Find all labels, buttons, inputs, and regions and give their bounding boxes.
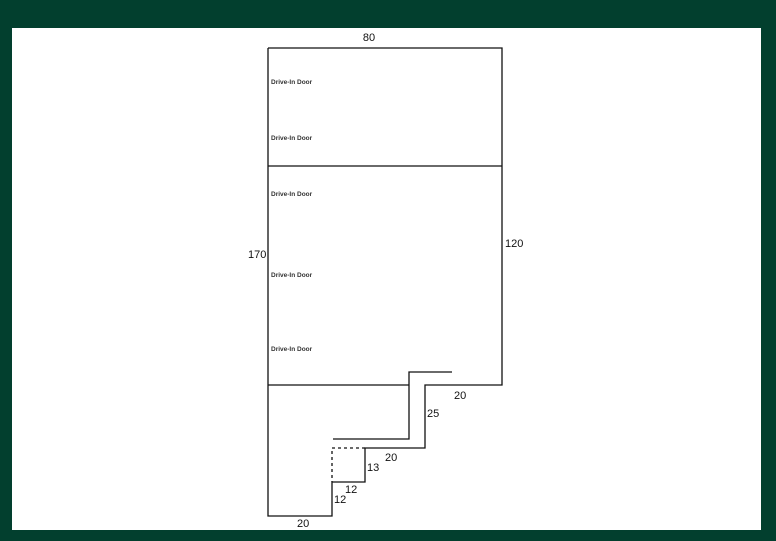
dim-right: 120 bbox=[505, 238, 523, 250]
dim-step-mid: 20 bbox=[385, 452, 397, 464]
dim-step-12-h: 12 bbox=[345, 484, 357, 496]
drive-in-door-label: Drive-In Door bbox=[271, 79, 313, 86]
floor-plan-canvas bbox=[12, 28, 761, 530]
dim-left: 170 bbox=[248, 249, 266, 261]
drive-in-door-label: Drive-In Door bbox=[271, 191, 313, 198]
dim-step-13: 13 bbox=[367, 462, 379, 474]
drive-in-door-label: Drive-In Door bbox=[271, 346, 313, 353]
dim-bottom: 20 bbox=[297, 518, 309, 530]
drive-in-door-label: Drive-In Door bbox=[271, 135, 313, 142]
dim-step-25: 25 bbox=[427, 408, 439, 420]
dim-top: 80 bbox=[363, 32, 375, 44]
drive-in-door-label: Drive-In Door bbox=[271, 272, 313, 279]
dashed-notch bbox=[331, 447, 365, 482]
outer-wall bbox=[267, 47, 503, 517]
dim-step-right: 20 bbox=[454, 390, 466, 402]
inner-step-line bbox=[333, 371, 452, 440]
dim-step-12-v: 12 bbox=[334, 494, 346, 506]
